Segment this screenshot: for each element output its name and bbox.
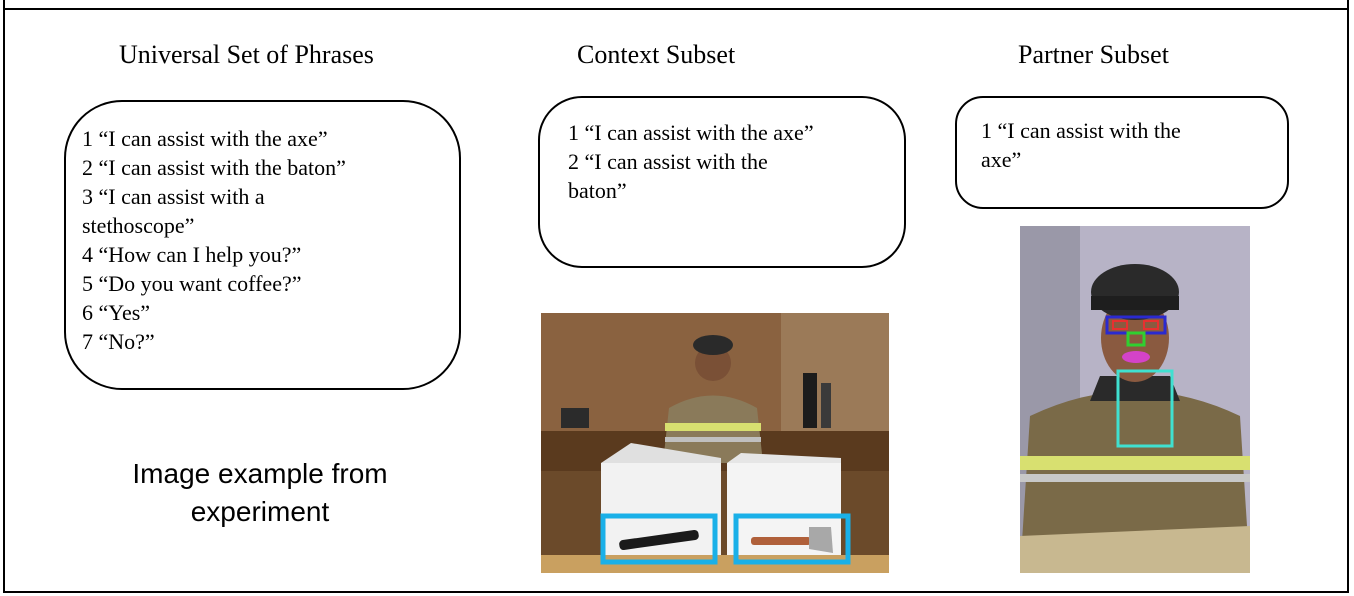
phrase-item: 5 “Do you want coffee?” [82, 271, 302, 296]
partner-phrases-bubble: 1 “I can assist with the axe” [955, 96, 1289, 209]
left-eye-mark [1112, 320, 1128, 330]
figure-frame [3, 0, 1349, 593]
phrase-item: baton” [568, 178, 627, 203]
partner-photo [1020, 226, 1250, 573]
axe-detection-box [733, 513, 851, 565]
phrase-item: 2 “I can assist with the baton” [82, 155, 346, 180]
context-subset-title: Context Subset [577, 40, 736, 69]
universal-set-title: Universal Set of Phrases [119, 40, 374, 69]
image-example-caption: Image example from experiment [100, 455, 420, 531]
partner-phrase-list: 1 “I can assist with the axe” [981, 116, 1181, 174]
mouth-detection-mark [1122, 351, 1150, 363]
phrase-item: 7 “No?” [82, 329, 155, 354]
phrase-item: 3 “I can assist with a [82, 184, 265, 209]
caption-line-1: Image example from [132, 458, 388, 489]
phrase-item: 2 “I can assist with the [568, 149, 768, 174]
nose-detection-box [1126, 331, 1146, 347]
baton-detection-box [600, 513, 718, 565]
torso-detection-box [1116, 369, 1174, 448]
context-phrase-list: 1 “I can assist with the axe” 2 “I can a… [568, 118, 814, 205]
phrase-item: axe” [981, 147, 1022, 172]
phrase-item: 4 “How can I help you?” [82, 242, 302, 267]
phrase-item: 6 “Yes” [82, 300, 151, 325]
right-eye-mark [1143, 320, 1159, 330]
context-phrases-bubble: 1 “I can assist with the axe” 2 “I can a… [538, 96, 906, 268]
universal-phrases-bubble: 1 “I can assist with the axe” 2 “I can a… [64, 100, 461, 390]
top-rule [3, 8, 1349, 10]
phrase-item: stethoscope” [82, 213, 195, 238]
phrase-item: 1 “I can assist with the axe” [82, 126, 328, 151]
context-photo [541, 313, 889, 573]
partner-subset-title: Partner Subset [1018, 40, 1169, 69]
universal-phrase-list: 1 “I can assist with the axe” 2 “I can a… [82, 124, 346, 356]
caption-line-2: experiment [190, 496, 330, 527]
phrase-item: 1 “I can assist with the axe” [568, 120, 814, 145]
phrase-item: 1 “I can assist with the [981, 118, 1181, 143]
